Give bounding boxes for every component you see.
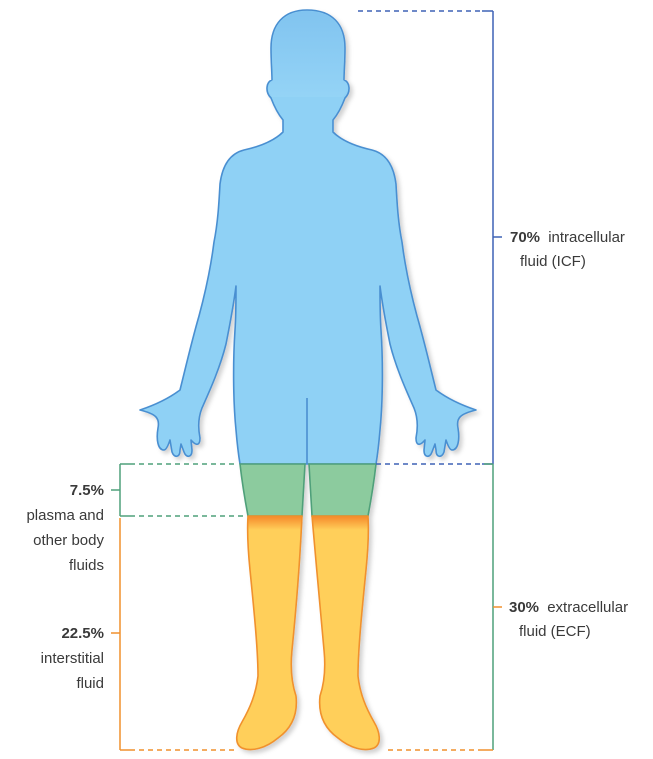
human-figure [140, 10, 476, 750]
right-leg-interstitial [312, 516, 379, 750]
interstitial-line2: fluid [76, 675, 104, 692]
interstitial-label: 22.5% interstitial fluid [41, 625, 104, 692]
interstitial-bracket [111, 518, 236, 750]
plasma-percent: 7.5% [70, 482, 104, 499]
plasma-label: 7.5% plasma and other body fluids [26, 482, 104, 574]
left-leg-interstitial [237, 516, 302, 750]
ecf-bracket [484, 464, 493, 750]
plasma-line2: other body [33, 532, 104, 549]
svg-text:30% extracellular: 30% extracellular [509, 599, 628, 616]
interstitial-line1: interstitial [41, 650, 104, 667]
icf-line2: fluid (ICF) [520, 253, 586, 270]
ecf-label: 30% extracellular fluid (ECF) [509, 599, 628, 640]
ecf-line2: fluid (ECF) [519, 623, 591, 640]
svg-text:70% intracellular: 70% intracellular [510, 229, 625, 246]
left-thigh-plasma [240, 464, 305, 516]
plasma-line3: fluids [69, 557, 104, 574]
plasma-bracket [111, 464, 246, 516]
icf-percent: 70% [510, 229, 540, 246]
icf-line1: intracellular [548, 229, 625, 246]
interstitial-percent: 22.5% [61, 625, 104, 642]
ecf-bracket-bottom [388, 607, 502, 750]
ecf-line1: extracellular [547, 599, 628, 616]
icf-label: 70% intracellular fluid (ICF) [510, 229, 625, 270]
ecf-percent: 30% [509, 599, 539, 616]
head [269, 11, 347, 97]
right-thigh-plasma [309, 464, 376, 516]
plasma-line1: plasma and [26, 507, 104, 524]
